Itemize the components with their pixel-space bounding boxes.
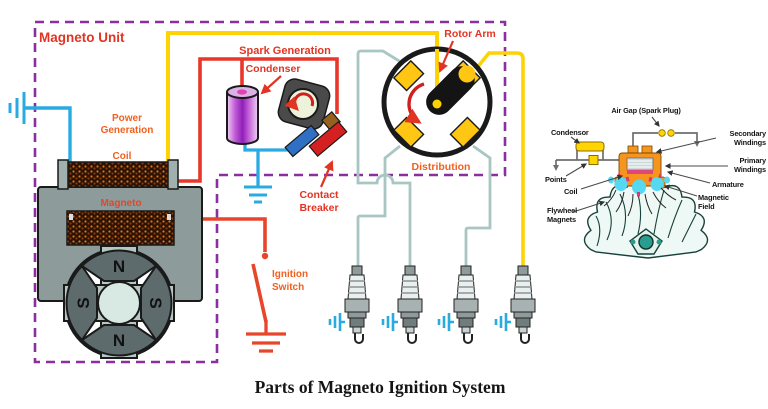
magneto-label: Magneto: [100, 198, 141, 209]
spark-plug-1: [328, 264, 371, 345]
breaker-arm-fixed: [308, 120, 348, 158]
magnet-rotor: N S S N: [63, 245, 175, 359]
distributor-contact: [392, 116, 425, 149]
flywheel-magnets-label2: Magnets: [547, 215, 576, 224]
armature-pointer: [666, 170, 711, 184]
pole-n-top: N: [113, 257, 125, 276]
armature-label: Armature: [712, 180, 744, 189]
primary-windings-label2: Windings: [734, 165, 766, 174]
red-wire-spark: [172, 57, 339, 183]
air-gap-label: Air Gap (Spark Plug): [611, 106, 681, 115]
primary-winding-stripe: [627, 170, 653, 174]
plug-wire-1: [356, 144, 401, 266]
inset-condenser: [575, 141, 605, 152]
spark-plug-3: [437, 264, 480, 345]
contact-breaker-cam: [277, 78, 348, 158]
inset-magnetic-field: [603, 174, 677, 217]
coil-label: Coil: [113, 151, 132, 162]
distribution-label: Distribution: [412, 161, 471, 173]
ground-icon: [244, 185, 272, 204]
flywheel-magnets-label: Flywheel: [547, 206, 577, 215]
ignition-switch-label: Ignition: [272, 269, 308, 280]
armature-coil: [66, 210, 175, 246]
condenser-pointer: [260, 75, 282, 95]
power-generation-label2: Generation: [101, 125, 154, 136]
diagram-caption: Parts of Magneto Ignition System: [255, 377, 506, 397]
air-gap-pointer: [651, 116, 660, 127]
points-pointer: [565, 163, 587, 177]
distributor-contact: [449, 116, 482, 149]
spark-plug-2: [381, 264, 424, 345]
ignition-switch: [246, 252, 286, 353]
plug-wire-2: [356, 49, 412, 266]
blue-wire-coil: [24, 106, 72, 163]
inset-points: [588, 155, 599, 165]
coil-pointer: [580, 174, 624, 190]
ground-icon: [8, 92, 26, 124]
breaker-arm-moving: [284, 124, 320, 158]
condensor-pointer: [570, 136, 580, 144]
cam-rotation-arrow: [284, 92, 315, 112]
magneto-unit-label: Magneto Unit: [39, 30, 125, 45]
distributor: [381, 46, 493, 158]
distributor-contact: [392, 59, 425, 92]
magnetic-field-label: Magnetic: [698, 193, 729, 202]
rotor-arm-label: Rotor Arm: [444, 28, 496, 40]
rotor-rotation-arrow: [404, 82, 425, 124]
secondary-windings-label2: Windings: [734, 138, 766, 147]
ground-arrow-icon: [553, 165, 559, 171]
ignition-switch-label2: Switch: [272, 282, 304, 293]
magneto-unit-boundary: [33, 20, 507, 364]
inset-primary-wire: [555, 148, 619, 165]
magnetic-field-pointer: [663, 184, 698, 197]
condenser: [226, 85, 259, 145]
inset-secondary-wire: [632, 132, 698, 146]
pole-s-left: S: [74, 297, 93, 308]
magnetic-field-label2: Field: [698, 202, 715, 211]
flywheel-pointer: [572, 200, 606, 213]
contact-breaker-label2: Breaker: [299, 202, 338, 214]
red-wire-ignition: [173, 217, 267, 252]
ground-icon: [246, 332, 286, 353]
contact-breaker-pointer: [319, 160, 334, 188]
air-gap-electrode: [658, 129, 666, 137]
spark-generation-label: Spark Generation: [239, 45, 331, 57]
secondary-windings-label: Secondary: [730, 129, 767, 138]
plug-wire-3: [464, 144, 492, 266]
condenser-label: Condenser: [246, 63, 301, 75]
inset-coil-label: Coil: [564, 187, 577, 196]
condensor-label: Condensor: [551, 128, 589, 137]
primary-windings-label: Primary: [740, 156, 768, 165]
plug-wire-4-yellow: [474, 51, 525, 266]
pole-n-bottom: N: [113, 331, 125, 350]
secondary-pointer: [655, 137, 717, 154]
air-gap-electrode: [667, 129, 675, 137]
pole-s-right: S: [146, 297, 165, 308]
power-generation-label: Power: [112, 113, 142, 124]
points-label: Points: [545, 175, 567, 184]
magneto-assembly: N S S N: [37, 159, 203, 359]
contact-breaker-label: Contact: [299, 189, 339, 201]
spark-plug-4: [494, 264, 537, 345]
rotor-arm-pointer: [438, 40, 455, 73]
inset-flywheel-magneto: Air Gap (Spark Plug) Condensor Secondary…: [545, 106, 768, 259]
primary-coil: [65, 161, 171, 188]
